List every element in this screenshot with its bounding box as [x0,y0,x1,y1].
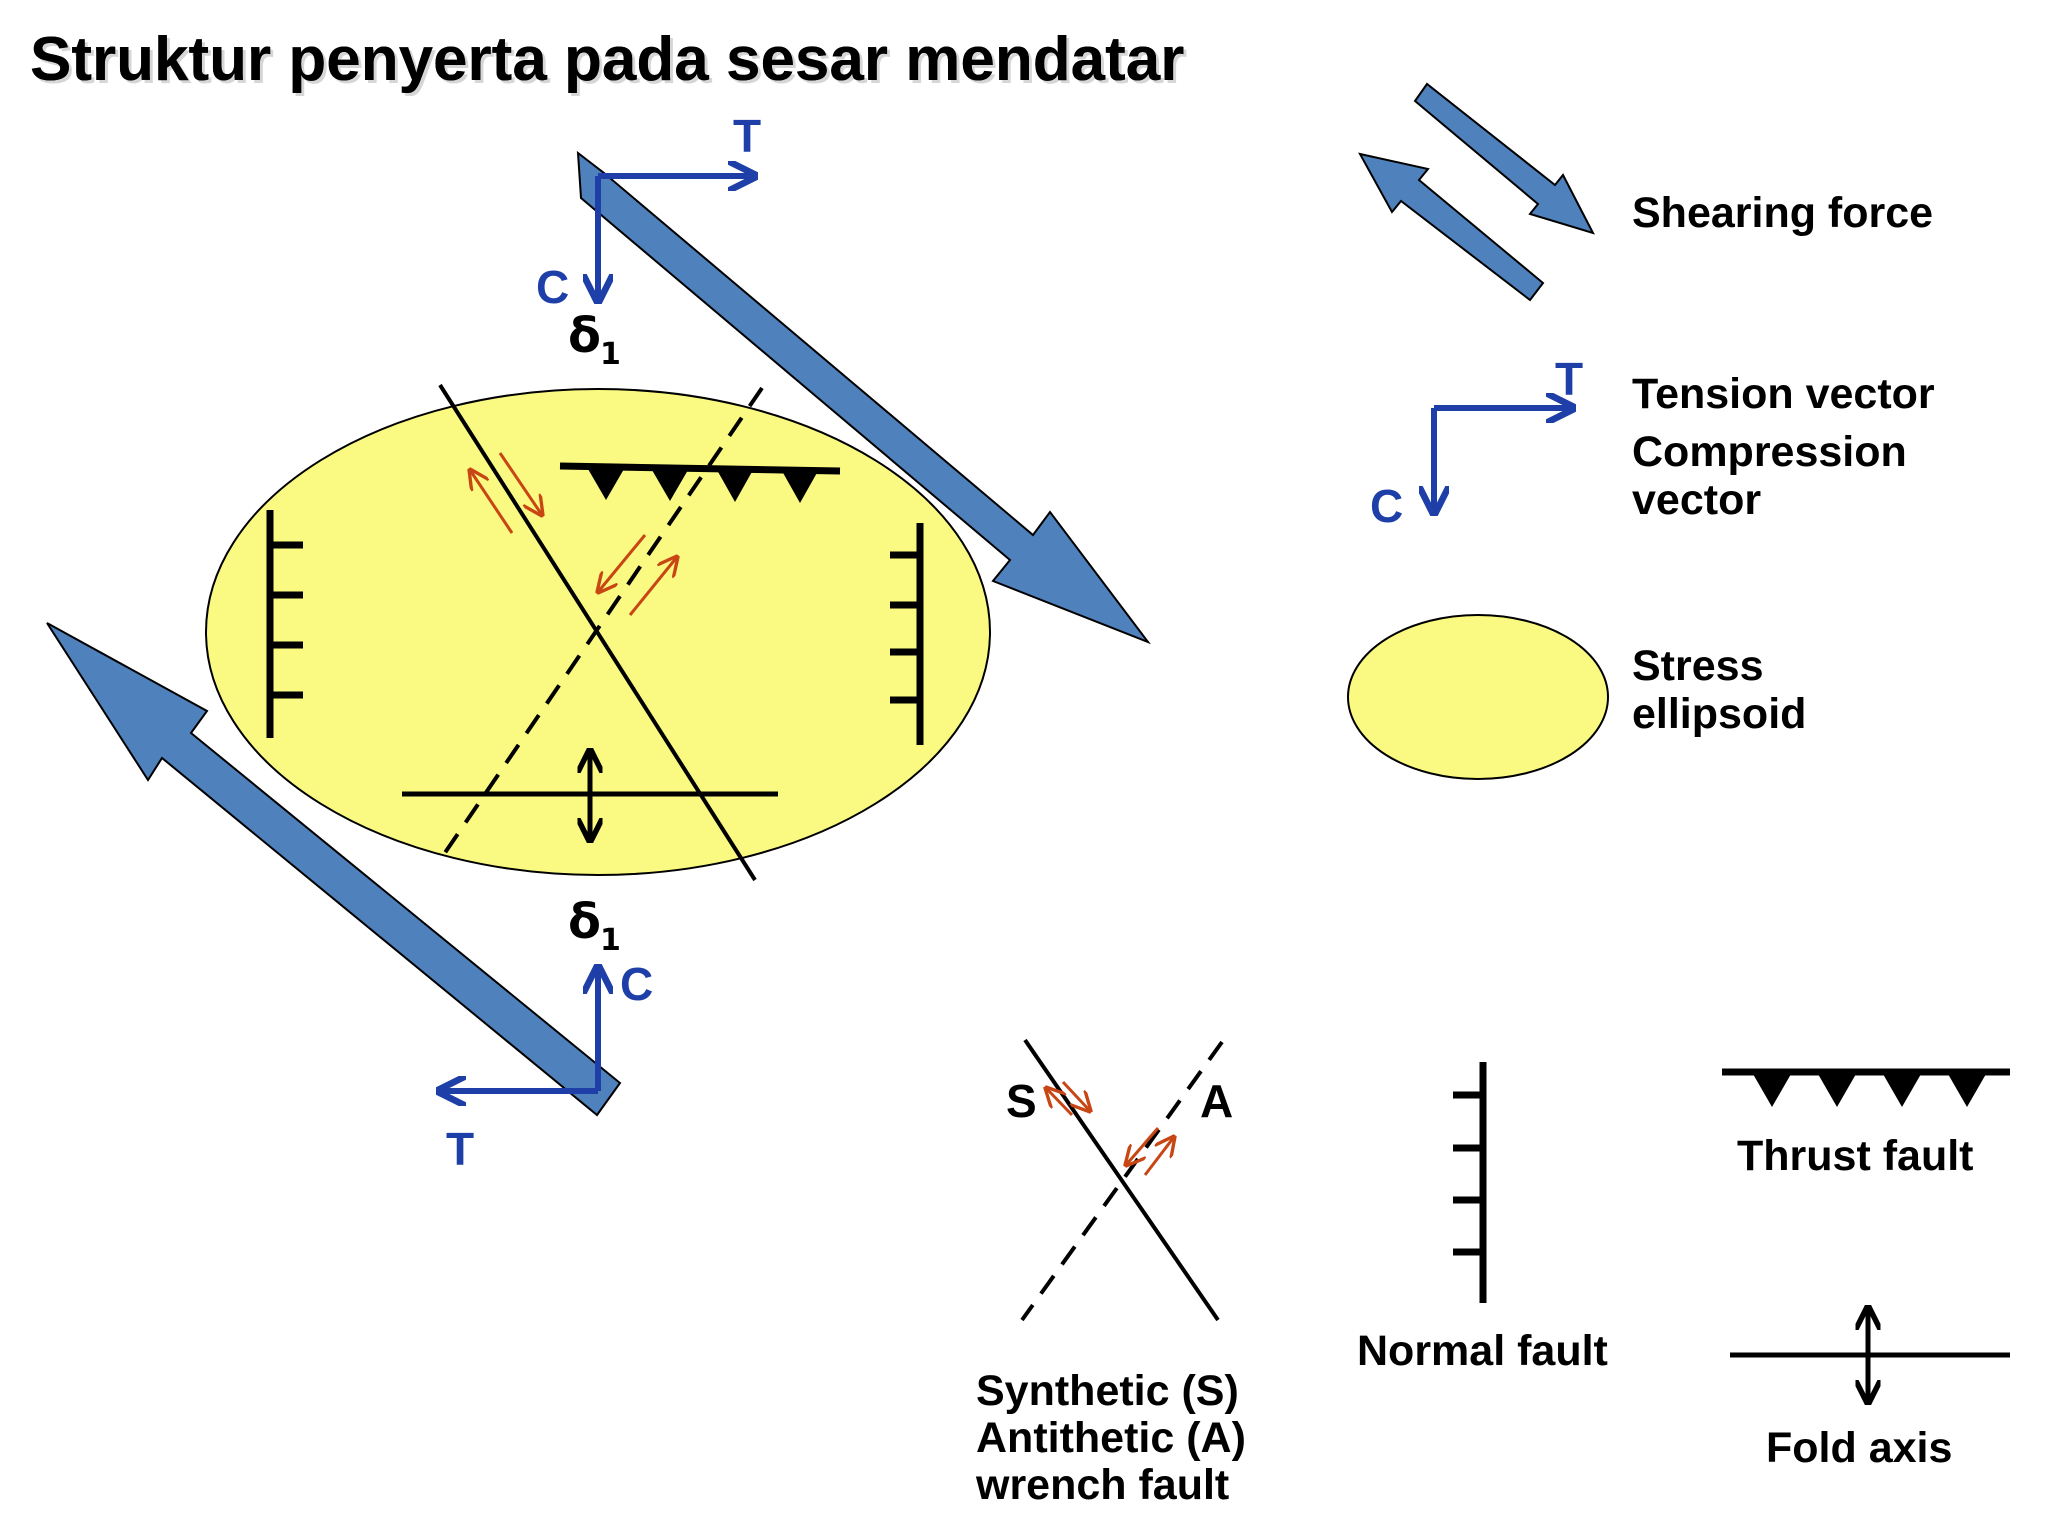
thrust-triangle-icon [1818,1074,1856,1107]
thrust-triangle-icon [652,470,688,501]
legend-compression-letter: C [1370,480,1403,532]
legend-stress-2: ellipsoid [1632,690,1806,738]
legend-wrench-2: Antithetic (A) [976,1414,1246,1462]
normal-fault-left [266,510,303,738]
delta-symbol: δ [568,308,601,364]
legend-wrench-1: Synthetic (S) [976,1367,1239,1415]
shear-arrow-icon [46,622,622,1117]
slip-arrow-icon [1046,1080,1174,1176]
thrust-fault-symbol [559,462,841,503]
slip-arrow-icon [598,534,677,616]
legend-tension-vector: Tension vector [1632,370,1935,418]
fold-axis-icon [1730,1310,2010,1400]
legend-tension-letter: T [1555,353,1583,405]
vector-pair-top [598,176,752,298]
legend-fold-axis: Fold axis [1766,1424,1952,1472]
delta-subscript-bottom: 1 [600,923,621,958]
thrust-fault-legend [1722,1068,2010,1107]
page-title: Struktur penyerta pada sesar mendatar [30,25,1184,94]
delta-symbol-bottom: δ [568,894,601,950]
compression-label: C [536,261,569,313]
thrust-triangle-icon [1948,1074,1986,1107]
ellipse-icon [1347,614,1609,780]
legend-wrench-3: wrench fault [975,1461,1229,1509]
normal-fault-tick-icon [1453,1062,1487,1303]
thrust-triangle-icon [1883,1074,1921,1107]
fold-axis-symbol [402,753,778,838]
shear-arrow-icon [1358,152,1545,302]
shear-arrow-icon [1413,82,1595,235]
thrust-triangle-icon [588,469,624,500]
thrust-triangle-icon [717,470,753,502]
legend-compression-vector-2: vector [1632,476,1761,524]
antithetic-fault-line [438,386,764,862]
normal-fault-right [890,523,924,745]
tension-label-bottom: T [446,1123,474,1175]
legend-normal-fault: Normal fault [1357,1327,1608,1375]
compression-label-bottom: C [620,958,653,1010]
antithetic-fault-line-legend [1020,1040,1224,1322]
vector-pair-bottom [442,970,598,1091]
synthetic-letter: S [1006,1075,1037,1127]
thrust-triangle-icon [782,471,818,503]
vector-pair-icon [1434,408,1570,510]
slip-arrow-icon [470,452,542,534]
legend-thrust-fault: Thrust fault [1737,1132,1973,1180]
delta-subscript: 1 [600,337,621,372]
antithetic-letter: A [1200,1075,1233,1127]
legend-compression-vector-1: Compression [1632,428,1907,476]
legend-shearing-force: Shearing force [1632,189,1933,237]
tension-label: T [733,110,761,162]
shear-arrow-icon [576,150,1151,645]
legend-stress-1: Stress [1632,642,1763,690]
page-title-shadow: Struktur penyerta pada sesar mendatar [33,28,1187,97]
thrust-triangle-icon [1753,1074,1791,1107]
